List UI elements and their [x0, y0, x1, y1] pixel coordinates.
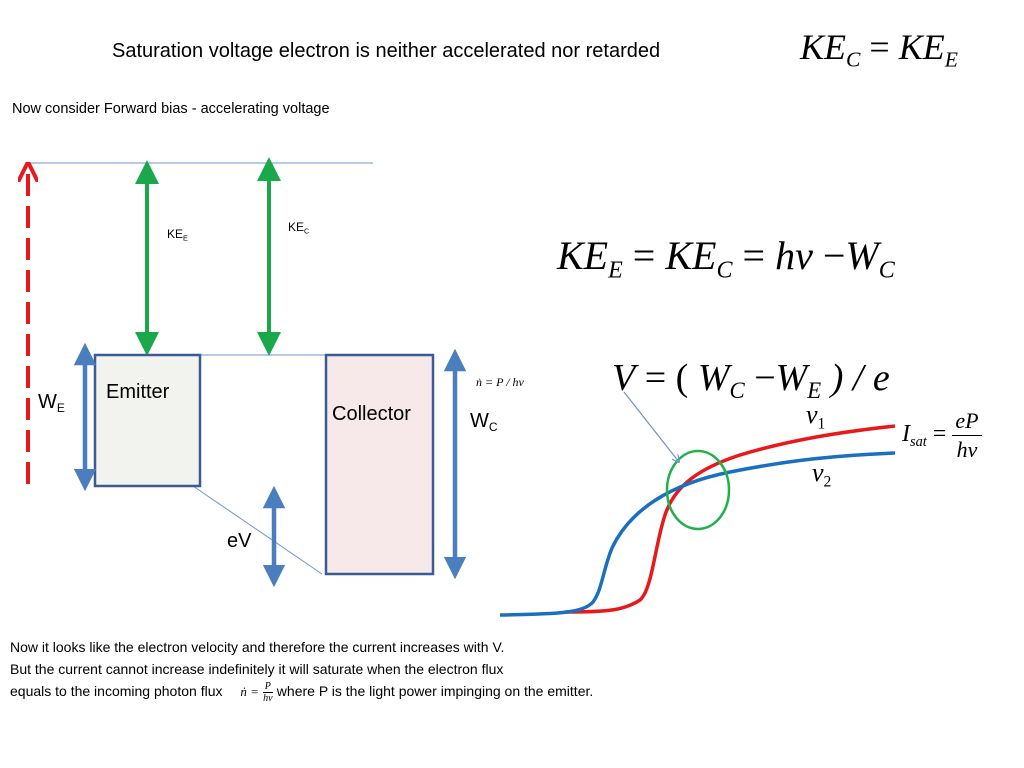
equation-ke-equality: KEC = KEE [800, 27, 958, 72]
nu2-label: ν2 [812, 458, 832, 491]
nu1-label: ν1 [806, 400, 826, 433]
we-label: WE [38, 391, 65, 416]
electron-flux-formula: ṅ = P / hν [476, 375, 524, 389]
equation-energy-balance: KEE = KEC = hν −WC [557, 233, 895, 284]
ev-label: eV [227, 530, 252, 552]
note-line-3: equals to the incoming photon flux ṅ = P… [10, 681, 594, 704]
emitter-box [93, 353, 202, 488]
curve-nu2 [499, 451, 896, 617]
potential-slope-line [192, 485, 323, 575]
slide-subtitle: Now consider Forward bias - accelerating… [12, 101, 330, 117]
ke-e-label: KEE [167, 227, 188, 243]
note-line-2: But the current cannot increase indefini… [10, 661, 504, 677]
collector-label: Collector [332, 403, 411, 425]
emitter-label: Emitter [106, 381, 170, 403]
ke-c-label: KEC [288, 220, 310, 236]
slide-title: Saturation voltage electron is neither a… [112, 40, 661, 62]
wc-label: WC [470, 410, 498, 435]
equation-saturation-voltage: V = ( WC −WE ) / e [612, 357, 890, 403]
curve-nu1 [564, 424, 896, 614]
collector-box [324, 353, 435, 576]
equation-pointer [623, 391, 679, 462]
crossing-circle [665, 449, 731, 531]
note-line-1: Now it looks like the electron velocity … [10, 639, 505, 655]
